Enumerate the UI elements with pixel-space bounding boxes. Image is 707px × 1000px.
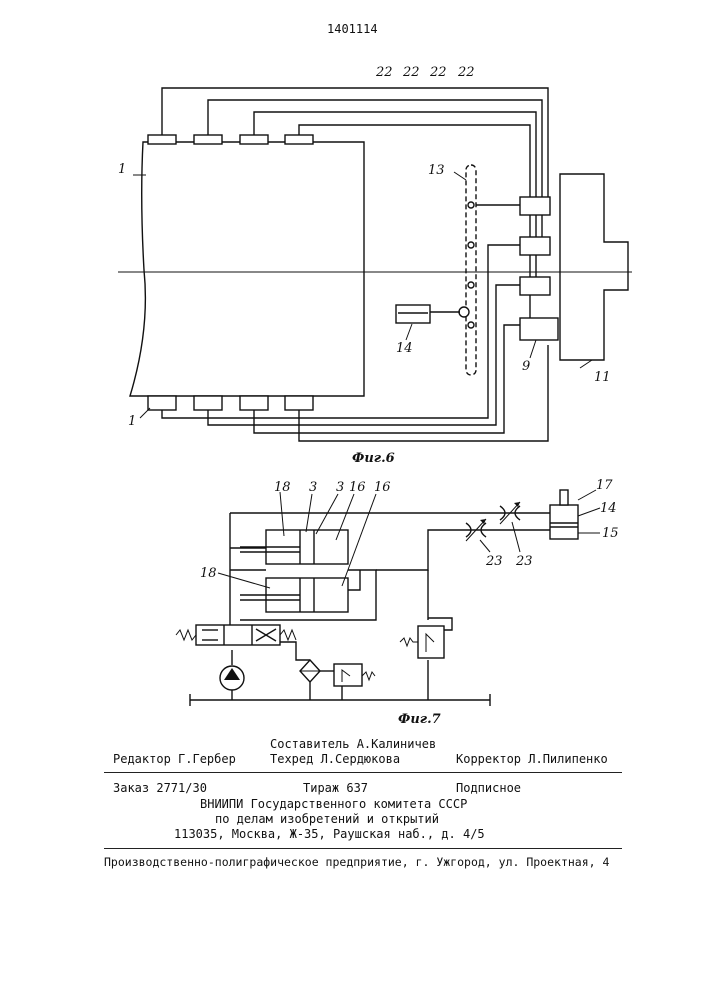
fig7-leaders (218, 492, 520, 588)
label-14: 14 (396, 341, 413, 356)
label-22-a: 22 (375, 65, 393, 80)
order: Заказ 2771/30 (113, 781, 207, 795)
fig6-drawing: 22 22 22 22 1 1 13 14 9 11 Фиг.6 (118, 65, 632, 466)
label-15: 15 (602, 526, 619, 541)
part-1-body (130, 142, 364, 396)
directional-valve (176, 625, 296, 645)
lines-22-top (162, 88, 548, 325)
label-23-a: 23 (485, 554, 503, 569)
divider-bottom (104, 848, 622, 849)
corrector: Корректор Л.Пилипенко (456, 752, 608, 766)
divider-top (104, 772, 622, 773)
pressure-valve (400, 618, 452, 658)
printer: Производственно-полиграфическое предприя… (104, 855, 609, 869)
label-9: 9 (522, 359, 530, 374)
relief-valve-small (320, 664, 375, 686)
label-22-d: 22 (457, 65, 475, 80)
cylinder-14 (550, 490, 600, 539)
block-11 (560, 174, 628, 360)
cylinder-upper (240, 530, 348, 564)
compiler: Составитель А.Калиничев (270, 737, 436, 751)
bottom-sensor-blocks (148, 396, 313, 410)
label-22-b: 22 (402, 65, 420, 80)
label-17: 17 (596, 478, 613, 493)
cylinder-lower (240, 578, 348, 612)
element-13-rail (459, 165, 476, 375)
label-1-bottom: 1 (128, 414, 136, 429)
techred: Техред Л.Сердюкова (270, 752, 400, 766)
filter (300, 660, 320, 682)
label-18-bottom: 18 (200, 566, 217, 581)
blocks-9 (520, 197, 558, 340)
label-3-b: 3 (336, 480, 344, 495)
print-run: Тираж 637 (303, 781, 368, 795)
element-14-probe (396, 305, 460, 323)
label-11: 11 (594, 370, 611, 385)
org-line-2: по делам изобретений и открытий (215, 812, 439, 826)
label-23-b: 23 (515, 554, 533, 569)
label-14: 14 (600, 501, 617, 516)
label-13: 13 (428, 163, 445, 178)
org-line-1: ВНИИПИ Государственного комитета СССР (200, 797, 467, 811)
label-18-top: 18 (274, 480, 291, 495)
label-16-a: 16 (349, 480, 366, 495)
label-1-top: 1 (118, 162, 126, 177)
label-22-c: 22 (429, 65, 447, 80)
pump (220, 666, 244, 690)
label-16-b: 16 (374, 480, 391, 495)
fig6-caption: Фиг.6 (352, 451, 395, 466)
editor: Редактор Г.Гербер (113, 752, 236, 766)
fig7-caption: Фиг.7 (398, 712, 441, 727)
throttles-23 (466, 502, 520, 541)
fig7-drawing: 18 3 3 16 16 18 17 14 15 23 23 Фиг.7 (176, 478, 619, 727)
subscription: Подписное (456, 781, 521, 795)
org-line-3: 113035, Москва, Ж-35, Раушская наб., д. … (174, 827, 485, 841)
label-3-a: 3 (309, 480, 317, 495)
